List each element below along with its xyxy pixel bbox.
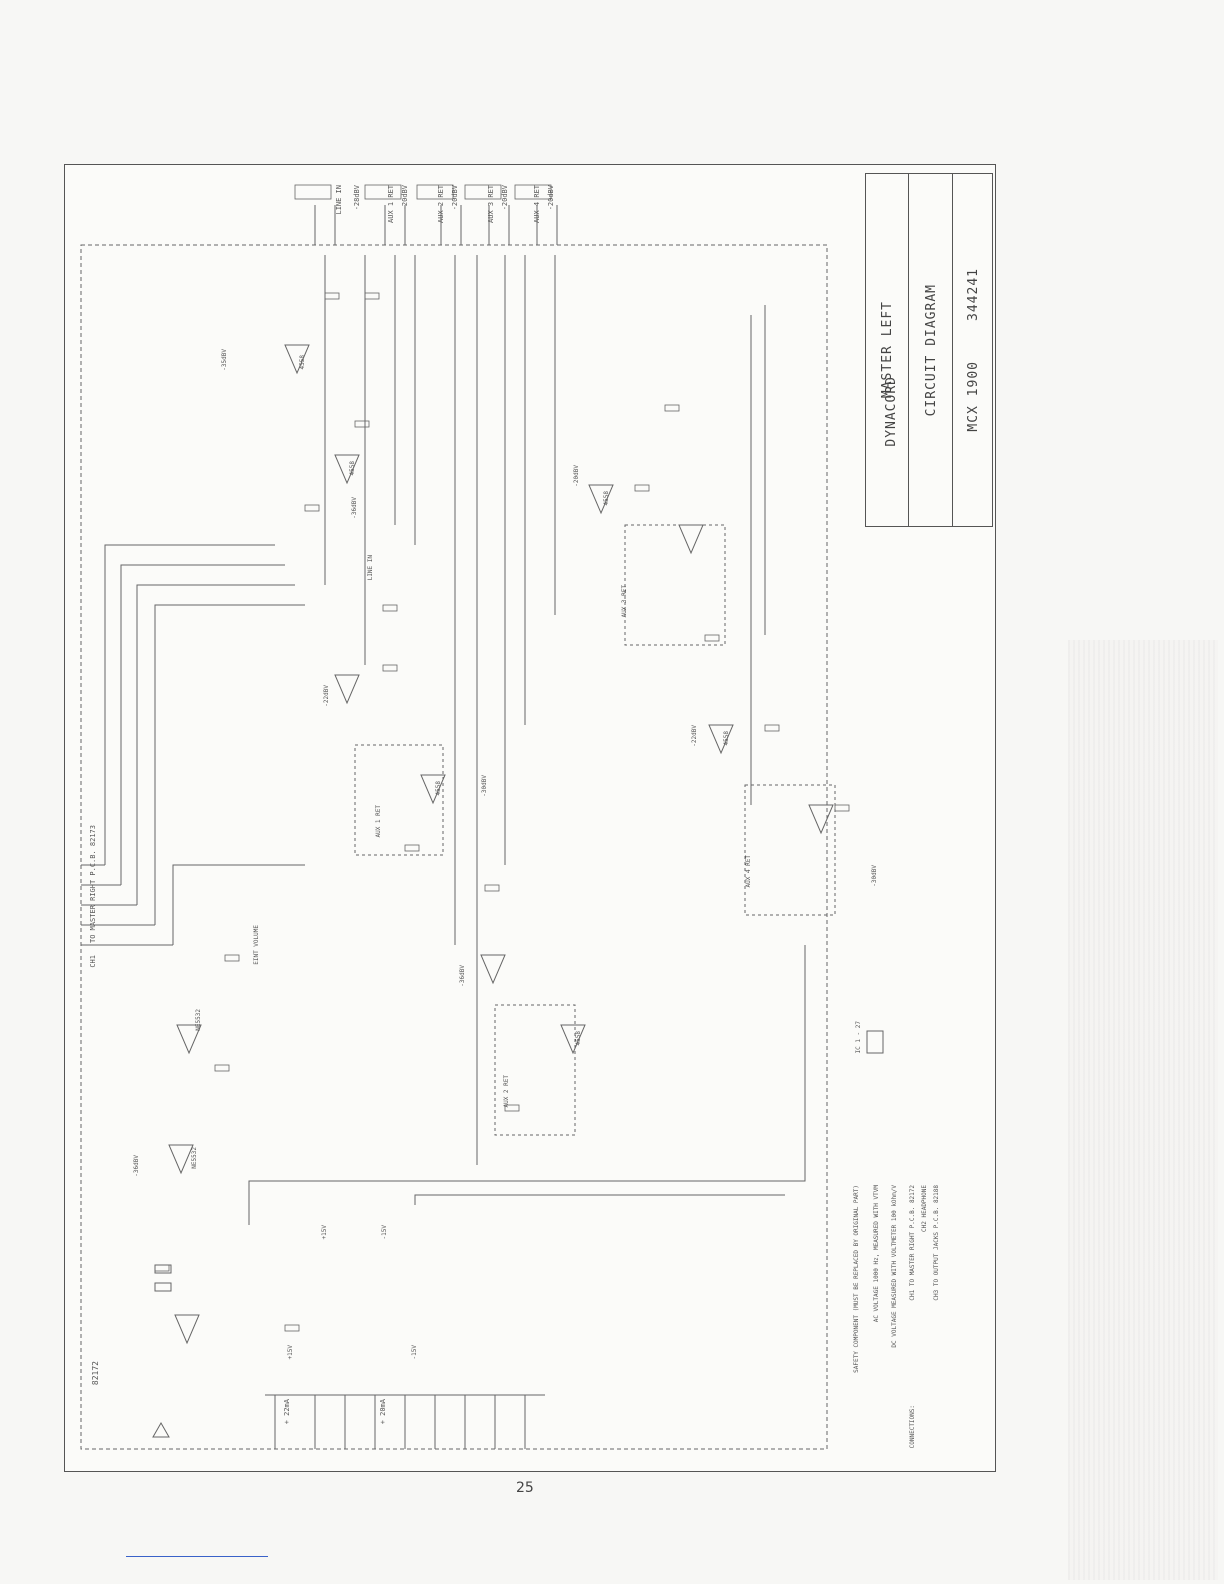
bus-pins xyxy=(314,205,558,245)
level-tag: -36dBV xyxy=(351,497,358,519)
level-tag: -22dBV xyxy=(323,685,330,707)
left-label: + 22mA xyxy=(283,1399,291,1425)
bus-level-aux-1: -20dBV xyxy=(401,185,409,211)
left-label: + 20mA xyxy=(379,1399,387,1425)
bus-label-line-in: LINE IN xyxy=(335,185,343,215)
bus-level-line-in: -28dBV xyxy=(353,185,361,211)
ic-label: 4558 xyxy=(349,461,356,476)
op-amps xyxy=(168,344,834,1345)
level-tag: -20dBV xyxy=(573,465,580,487)
note-ic-range: IC 1 - 27 xyxy=(855,1021,862,1054)
ic-label: 4558 xyxy=(299,355,306,370)
note-ch3: CH3 TO OUTPUT JACKS P.C.B. 82188 xyxy=(933,1185,940,1301)
ic-label: NE5532 xyxy=(195,1009,202,1031)
note-dc-voltage: DC VOLTAGE MEASURED WITH VOLTMETER 100 k… xyxy=(891,1185,898,1348)
section-label-aux-4: AUX 4 RET xyxy=(745,855,752,888)
supply-label: -15V xyxy=(411,1345,418,1360)
warning-triangle-icon xyxy=(152,1421,170,1438)
scan-edge-noise xyxy=(1068,640,1218,1580)
connector-label: TO MASTER RIGHT P.C.B. 82173 xyxy=(89,825,97,944)
title-block-sheet-name: MASTER LEFT xyxy=(866,174,908,526)
ic-label: 4558 xyxy=(603,491,610,506)
bus-label-aux-1: AUX 1 RET xyxy=(387,185,395,223)
bus-label-aux-3: AUX 3 RET xyxy=(487,185,495,223)
level-tag: -36dBV xyxy=(459,965,466,987)
title-block-drawing-type: CIRCUIT DIAGRAM xyxy=(908,174,953,526)
left-connector xyxy=(81,864,173,946)
section-label-aux-1: AUX 1 RET xyxy=(375,805,382,838)
ic-label: NE5532 xyxy=(191,1147,198,1169)
drawing-type: CIRCUIT DIAGRAM xyxy=(923,283,939,417)
bus-level-aux-2: -20dBV xyxy=(451,185,459,211)
note-ch1: CH1 TO MASTER RIGHT P.C.B. 82172 xyxy=(909,1185,916,1301)
section-label-line-in: LINE IN xyxy=(367,555,374,581)
brand-name: DYNACORD xyxy=(884,376,899,447)
bus-level-aux-3: -20dBV xyxy=(501,185,509,211)
schematic-sheet: LINE IN -28dBV AUX 1 RET -20dBV AUX 2 RE… xyxy=(64,164,996,1472)
connector-ref: CH1 xyxy=(89,955,97,968)
title-block: MASTER LEFT CIRCUIT DIAGRAM 344241 MCX 1… xyxy=(865,173,993,527)
ic-pinout-icon xyxy=(866,1030,884,1054)
board-ref: 82172 xyxy=(91,1361,100,1386)
section-label-aux-3: AUX 3 RET xyxy=(621,585,628,618)
supply-label: +15V xyxy=(321,1225,328,1240)
level-tag: -35dBV xyxy=(221,349,228,371)
supply-label: -15V xyxy=(381,1225,388,1240)
board-outline xyxy=(80,244,828,1450)
side-label: EINT VOLUME xyxy=(253,925,260,965)
model-number: MCX 1900 xyxy=(965,361,981,432)
level-tag: -30dBV xyxy=(871,865,878,887)
drawing-number: 344241 xyxy=(965,268,981,322)
ic-label: 4558 xyxy=(435,781,442,796)
level-tag: -22dBV xyxy=(691,725,698,747)
note-ch2: CH2 HEADPHONE xyxy=(921,1185,928,1232)
schematic-drawing xyxy=(80,184,884,1450)
bus-label-aux-4: AUX 4 RET xyxy=(533,185,541,223)
section-label-aux-2: AUX 2 RET xyxy=(503,1075,510,1108)
level-tag: -36dBV xyxy=(133,1155,140,1177)
note-safety: SAFETY COMPONENT (MUST BE REPLACED BY OR… xyxy=(853,1185,860,1373)
page-number: 25 xyxy=(516,1480,534,1496)
note-connections-title: CONNECTIONS: xyxy=(909,1405,916,1449)
bus-label-aux-2: AUX 2 RET xyxy=(437,185,445,223)
bus-level-aux-4: -20dBV xyxy=(547,185,555,211)
level-tag: -30dBV xyxy=(481,775,488,797)
scan-artifact-line xyxy=(126,1556,268,1557)
title-block-numbers: 344241 MCX 1900 xyxy=(952,174,993,526)
supply-bus xyxy=(265,1394,545,1449)
supply-label: +15V xyxy=(287,1345,294,1360)
ic-label: 4558 xyxy=(723,731,730,746)
passive-components xyxy=(154,292,850,1332)
ic-label: 4558 xyxy=(575,1031,582,1046)
note-ac-voltage: AC VOLTAGE 1000 Hz, MEASURED WITH VTVM xyxy=(873,1185,880,1323)
